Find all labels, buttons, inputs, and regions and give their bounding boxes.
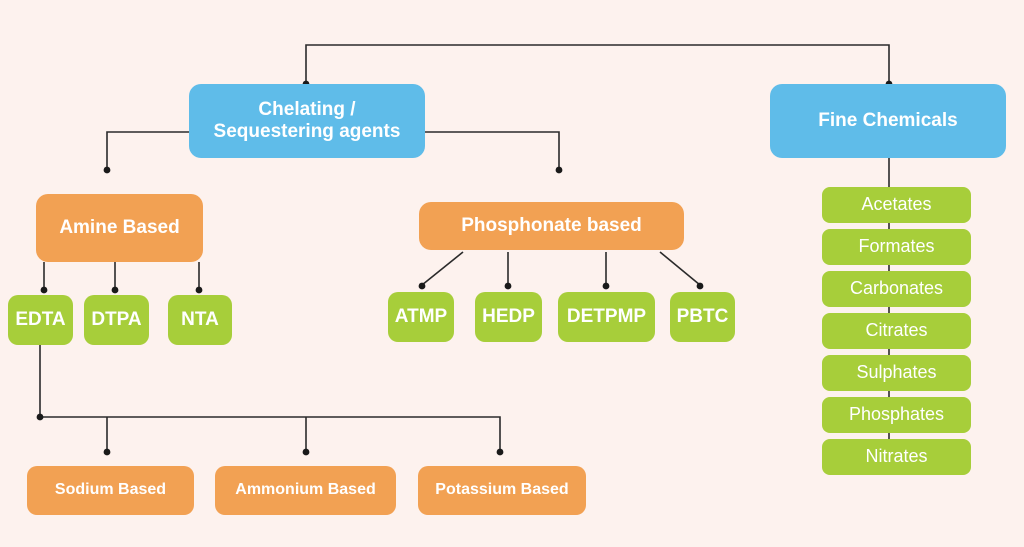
node-phosphonate-based[interactable]: Phosphonate based bbox=[419, 202, 684, 250]
connector-phosphonate-atmp bbox=[421, 251, 464, 286]
dot-sodium bbox=[103, 448, 111, 456]
node-amine-based[interactable]: Amine Based bbox=[36, 194, 203, 262]
node-acetates[interactable]: Acetates bbox=[822, 187, 971, 223]
dot-phosphonate bbox=[555, 166, 563, 174]
connector-edta-bus bbox=[39, 345, 501, 452]
dot-potassium bbox=[496, 448, 504, 456]
node-citrates[interactable]: Citrates bbox=[822, 313, 971, 349]
node-formates[interactable]: Formates bbox=[822, 229, 971, 265]
node-potassium-based[interactable]: Potassium Based bbox=[418, 466, 586, 515]
node-pbtc[interactable]: PBTC bbox=[670, 292, 735, 342]
dot-hedp bbox=[504, 282, 512, 290]
dot-detpmp bbox=[602, 282, 610, 290]
dot-edta-bus-origin bbox=[36, 413, 44, 421]
node-ammonium-based[interactable]: Ammonium Based bbox=[215, 466, 396, 515]
node-detpmp[interactable]: DETPMP bbox=[558, 292, 655, 342]
dot-atmp bbox=[418, 282, 426, 290]
dot-pbtc bbox=[696, 282, 704, 290]
node-atmp[interactable]: ATMP bbox=[388, 292, 454, 342]
dot-ammonium bbox=[302, 448, 310, 456]
dot-edta bbox=[40, 286, 48, 294]
node-nta[interactable]: NTA bbox=[168, 295, 232, 345]
node-chelating-sequestering-agents[interactable]: Chelating / Sequestering agents bbox=[189, 84, 425, 158]
node-edta[interactable]: EDTA bbox=[8, 295, 73, 345]
node-nitrates[interactable]: Nitrates bbox=[822, 439, 971, 475]
node-hedp[interactable]: HEDP bbox=[475, 292, 542, 342]
connector-phosphonate-pbtc bbox=[659, 251, 701, 286]
connector-root-bus bbox=[305, 44, 890, 84]
dot-amine bbox=[103, 166, 111, 174]
node-sulphates[interactable]: Sulphates bbox=[822, 355, 971, 391]
dot-dtpa bbox=[111, 286, 119, 294]
node-fine-chemicals[interactable]: Fine Chemicals bbox=[770, 84, 1006, 158]
node-phosphates[interactable]: Phosphates bbox=[822, 397, 971, 433]
node-sodium-based[interactable]: Sodium Based bbox=[27, 466, 194, 515]
dot-nta bbox=[195, 286, 203, 294]
node-carbonates[interactable]: Carbonates bbox=[822, 271, 971, 307]
node-dtpa[interactable]: DTPA bbox=[84, 295, 149, 345]
connector-endpoint-dots bbox=[36, 80, 893, 456]
